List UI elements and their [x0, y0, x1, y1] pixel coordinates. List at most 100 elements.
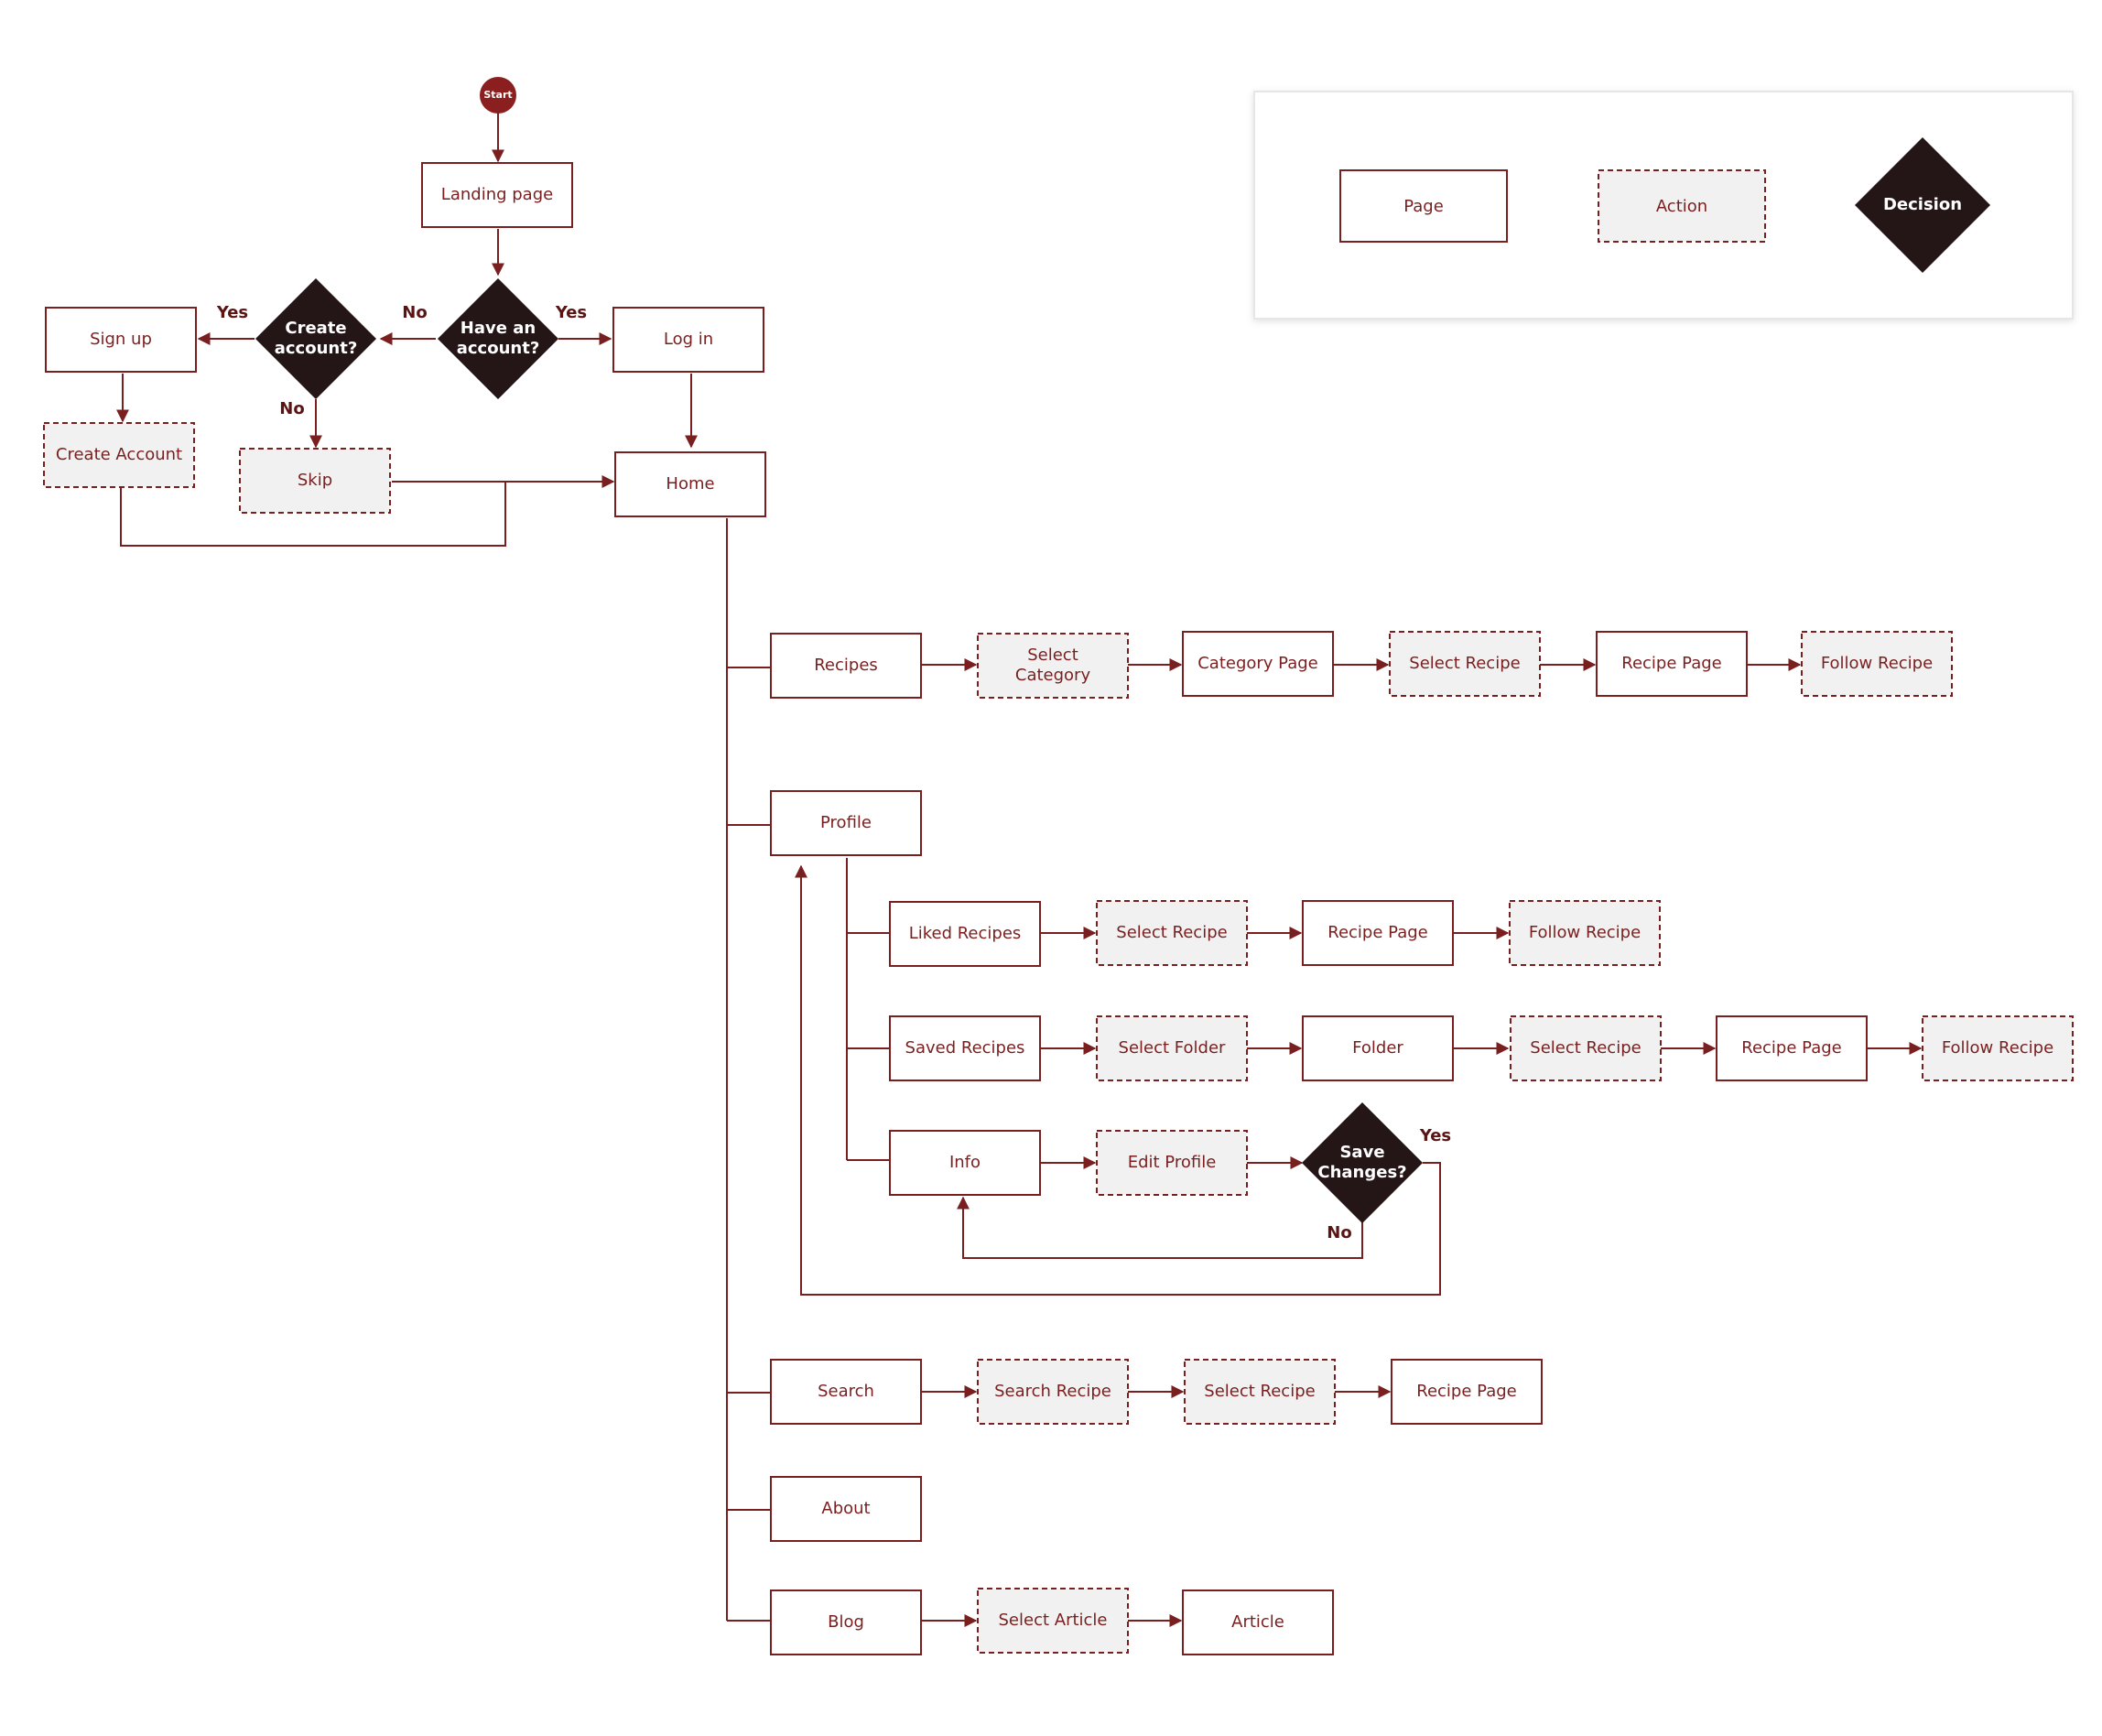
action-box [1922, 1015, 2074, 1081]
node-r-follow: Follow Recipe [1801, 631, 1953, 697]
decision-diamond [255, 278, 376, 399]
node-r-recipe-page: Recipe Page [1596, 631, 1748, 697]
action-box [43, 422, 195, 488]
node-label: Start [483, 89, 512, 101]
page-box [889, 1130, 1041, 1196]
node-se-search-recipe: Search Recipe [977, 1359, 1129, 1425]
node-info: Info [889, 1130, 1041, 1196]
node-label: Edit Profile [1128, 1153, 1217, 1172]
node-label: Select Folder [1119, 1038, 1226, 1058]
node-saved: Saved Recipes [889, 1015, 1041, 1081]
page-box [1182, 631, 1334, 697]
page-box [1391, 1359, 1543, 1425]
edge-label-yes: Yes [555, 303, 587, 322]
node-sign-up: Sign up [45, 307, 197, 373]
node-home: Home [614, 451, 766, 517]
node-label: Category Page [1197, 654, 1318, 673]
edge-label-no: No [402, 303, 427, 322]
node-recipes: Recipes [770, 633, 922, 699]
node-b-select-article: Select Article [977, 1588, 1129, 1654]
page-box [45, 307, 197, 373]
node-se-recipe-page: Recipe Page [1391, 1359, 1543, 1425]
action-box [239, 448, 391, 514]
node-label: Home [666, 474, 714, 494]
page-box [770, 1590, 922, 1655]
node-s-recipe-page: Recipe Page [1716, 1015, 1868, 1081]
node-label: Follow Recipe [1942, 1038, 2053, 1058]
decision-diamond [438, 278, 558, 399]
legend-decision-diamond [1855, 137, 1990, 273]
node-l-follow: Follow Recipe [1509, 900, 1661, 966]
legend: Page Action Decision [1253, 91, 2074, 320]
node-label: Log in [664, 330, 713, 349]
edge-label-no: No [1327, 1223, 1351, 1242]
legend-page-box [1339, 169, 1508, 243]
action-box [1096, 900, 1248, 966]
node-label: Landing page [441, 185, 553, 204]
action-box [977, 633, 1129, 699]
node-label: Select Recipe [1409, 654, 1520, 673]
node-b-article: Article [1182, 1590, 1334, 1655]
page-box [1716, 1015, 1868, 1081]
action-box [1509, 900, 1661, 966]
node-log-in: Log in [612, 307, 764, 373]
node-s-select-folder: Select Folder [1096, 1015, 1248, 1081]
node-label: Create Account [56, 445, 182, 464]
edge-label-no: No [279, 399, 304, 418]
node-label: Select Recipe [1530, 1038, 1641, 1058]
node-about: About [770, 1476, 922, 1542]
node-label: Recipe Page [1327, 923, 1427, 942]
action-box [1096, 1130, 1248, 1196]
node-label: Recipes [814, 656, 878, 675]
node-label: About [821, 1499, 870, 1518]
decision-diamond [1302, 1102, 1423, 1223]
connectors [116, 112, 1923, 1627]
start-circle [480, 77, 516, 114]
node-label: Article [1231, 1612, 1284, 1632]
page-box [614, 451, 766, 517]
node-label: Folder [1352, 1038, 1403, 1058]
node-s-folder: Folder [1302, 1015, 1454, 1081]
node-label: Skip [298, 471, 332, 490]
node-s-follow: Follow Recipe [1922, 1015, 2074, 1081]
action-box [1801, 631, 1953, 697]
edge-label-yes: Yes [216, 303, 248, 322]
action-box [1096, 1015, 1248, 1081]
action-box [1389, 631, 1541, 697]
node-start: Start [480, 77, 516, 114]
node-landing: Landing page [421, 162, 573, 228]
page-box [612, 307, 764, 373]
node-label: Blog [828, 1612, 864, 1632]
page-box [889, 901, 1041, 967]
edge-save-no-info [957, 1196, 1363, 1259]
node-label: Recipe Page [1621, 654, 1721, 673]
page-box [770, 1359, 922, 1425]
edge-save-yes-profile [795, 864, 1441, 1296]
node-label: Liked Recipes [909, 924, 1022, 943]
node-r-select-recipe: Select Recipe [1389, 631, 1541, 697]
node-r-category-page: Category Page [1182, 631, 1334, 697]
node-search: Search [770, 1359, 922, 1425]
action-box [977, 1359, 1129, 1425]
node-label: Select Article [999, 1611, 1108, 1630]
legend-action-box [1598, 169, 1766, 243]
node-label: Select Recipe [1116, 923, 1227, 942]
node-label: Select Recipe [1204, 1382, 1315, 1401]
legend-action-label: Action [1656, 197, 1707, 216]
node-label: Search Recipe [994, 1382, 1111, 1401]
node-label: Search [818, 1382, 874, 1401]
node-label: Info [949, 1153, 981, 1172]
edge-label-yes: Yes [1419, 1126, 1451, 1145]
node-label: Follow Recipe [1821, 654, 1933, 673]
node-label: Recipe Page [1741, 1038, 1841, 1058]
node-skip: Skip [239, 448, 391, 514]
node-liked: Liked Recipes [889, 901, 1041, 967]
